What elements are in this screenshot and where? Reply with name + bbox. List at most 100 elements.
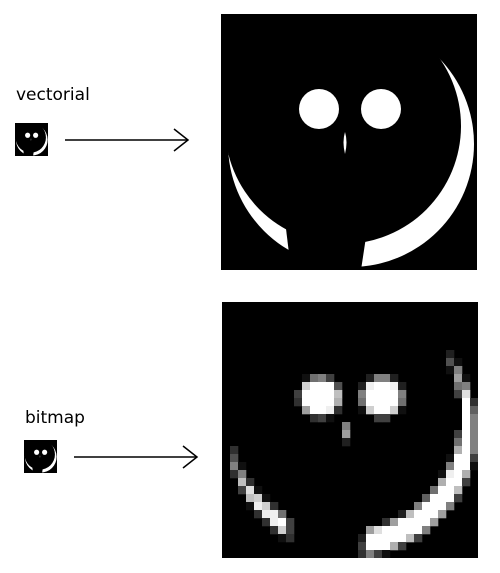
bitmap-pixel xyxy=(374,406,383,415)
bitmap-pixel xyxy=(230,454,239,463)
bitmap-pixel xyxy=(318,382,327,391)
bitmap-pixel xyxy=(390,374,399,383)
bitmap-pixel xyxy=(382,542,391,551)
pixel-grid xyxy=(230,350,478,558)
bitmap-pixel xyxy=(430,486,439,495)
bitmap-pixel xyxy=(374,398,383,407)
bitmap-pixel xyxy=(302,406,311,415)
bitmap-pixel xyxy=(430,518,439,527)
bitmap-pixel xyxy=(438,470,447,479)
bitmap-pixel xyxy=(414,534,423,543)
bitmap-pixel xyxy=(438,502,447,511)
bitmap-pixel xyxy=(270,502,279,511)
bitmap-pixel xyxy=(382,398,391,407)
bitmap-pixel xyxy=(454,454,463,463)
bitmap-pixel xyxy=(422,510,431,519)
owl-moon-bitmap-icon xyxy=(24,440,57,473)
vector-render-panel xyxy=(221,14,477,270)
bitmap-pixel xyxy=(454,390,463,399)
bitmap-pixel xyxy=(270,510,279,519)
bitmap-pixel xyxy=(398,406,407,415)
bitmap-pixel xyxy=(374,390,383,399)
bitmap-pixel xyxy=(414,518,423,527)
bitmap-pixel xyxy=(246,502,255,511)
bitmap-pixel xyxy=(342,430,351,439)
bitmap-pixel xyxy=(462,462,471,471)
bitmap-pixel xyxy=(470,438,478,447)
bitmap-render-panel xyxy=(222,302,478,558)
bitmap-pixel xyxy=(470,462,478,471)
bitmap-pixel xyxy=(342,422,351,431)
bitmap-pixel xyxy=(302,382,311,391)
bitmap-pixel xyxy=(422,494,431,503)
bitmap-pixel xyxy=(406,534,415,543)
bitmap-pixel xyxy=(398,390,407,399)
bitmap-pixel xyxy=(470,430,478,439)
bitmap-pixel xyxy=(310,414,319,423)
bitmap-pixel xyxy=(454,374,463,383)
bitmap-pixel xyxy=(318,390,327,399)
bitmap-pixel xyxy=(374,550,383,558)
bitmap-pixel xyxy=(230,462,239,471)
bitmap-pixel xyxy=(262,518,271,527)
bitmap-pixel xyxy=(302,398,311,407)
bitmap-pixel xyxy=(430,494,439,503)
bitmap-pixel xyxy=(326,398,335,407)
bitmap-pixel xyxy=(406,510,415,519)
bitmap-pixel xyxy=(398,518,407,527)
bitmap-pixel xyxy=(294,398,303,407)
bitmap-pixel xyxy=(462,382,471,391)
bitmap-pixel xyxy=(390,526,399,535)
bitmap-pixel xyxy=(462,478,471,487)
bitmap-pixel xyxy=(414,502,423,511)
bitmap-pixel xyxy=(390,382,399,391)
bitmap-pixel xyxy=(366,398,375,407)
bitmap-pixel xyxy=(446,470,455,479)
bitmap-pixel xyxy=(470,414,478,423)
bitmap-pixel xyxy=(454,486,463,495)
bitmap-pixel xyxy=(470,398,478,407)
bitmap-pixel xyxy=(238,486,247,495)
bitmap-pixel xyxy=(358,534,367,543)
bitmap-pixel xyxy=(438,478,447,487)
bitmap-pixel xyxy=(286,518,295,527)
bitmap-pixel xyxy=(310,398,319,407)
bitmap-pixel xyxy=(254,486,263,495)
bitmap-pixel xyxy=(294,390,303,399)
bitmap-pixel xyxy=(446,454,455,463)
bitmap-pixel xyxy=(310,382,319,391)
bitmap-pixel xyxy=(446,478,455,487)
bitmap-pixel xyxy=(238,478,247,487)
bitmap-pixel xyxy=(262,502,271,511)
bitmap-pixel xyxy=(382,550,391,558)
bitmap-pixel xyxy=(382,406,391,415)
bitmap-pixel xyxy=(238,470,247,479)
bitmap-pixel xyxy=(278,526,287,535)
bitmap-pixel xyxy=(286,526,295,535)
bitmap-pixel xyxy=(382,414,391,423)
bitmap-pixel xyxy=(278,534,287,543)
bitmap-pixel xyxy=(246,478,255,487)
bitmap-pixel xyxy=(230,470,239,479)
bitmap-pixel xyxy=(398,398,407,407)
bitmap-pixel xyxy=(462,430,471,439)
bitmap-pixel xyxy=(382,518,391,527)
bitmap-pixel xyxy=(462,454,471,463)
bitmap-pixel xyxy=(470,422,478,431)
bitmap-pixel xyxy=(454,430,463,439)
bitmap-pixel xyxy=(318,406,327,415)
bitmap-pixel xyxy=(470,454,478,463)
bitmap-pixel xyxy=(326,390,335,399)
bitmap-pixel xyxy=(326,414,335,423)
bitmap-pixel xyxy=(422,502,431,511)
bitmap-pixel xyxy=(318,398,327,407)
owl-moon-icon xyxy=(15,123,48,156)
bitmap-pixel xyxy=(374,414,383,423)
bitmap-pixel xyxy=(366,534,375,543)
bitmap-pixel xyxy=(462,438,471,447)
bitmap-pixel xyxy=(374,526,383,535)
bitmap-pixel xyxy=(278,510,287,519)
bitmap-pixel xyxy=(310,374,319,383)
bitmap-pixel xyxy=(462,398,471,407)
bitmap-pixel xyxy=(454,438,463,447)
